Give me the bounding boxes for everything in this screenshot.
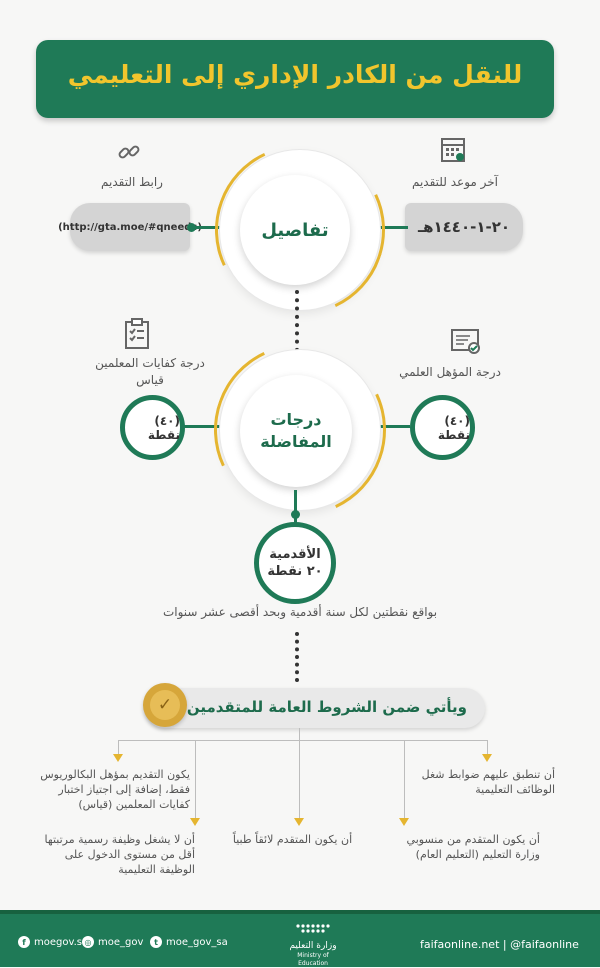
seniority-points: الأقدمية ٢٠ نقطة	[254, 522, 336, 604]
arrow-icon	[190, 818, 200, 826]
connector-line	[368, 226, 408, 229]
seniority-value: ٢٠ نقطة	[267, 564, 323, 579]
teacher-competency-label: درجة كفايات المعلمين قياس	[95, 356, 205, 387]
ministry-logo-icon	[296, 924, 330, 933]
instagram-icon: ◎	[82, 936, 94, 948]
deadline-value: ٢٠-١-١٤٤٠هـ	[405, 203, 523, 251]
watermark: faifaonline.net | @faifaonline	[420, 938, 579, 951]
arrow-icon	[399, 818, 409, 826]
condition-item: أن يكون المتقدم لائقاً طبياً	[232, 833, 353, 846]
deadline-label: آخر موعد للتقديم	[411, 175, 499, 189]
instagram-link[interactable]: ◎ moe_gov	[82, 936, 143, 948]
title-banner: للنقل من الكادر الإداري إلى التعليمي	[36, 40, 554, 118]
application-link[interactable]: (http://gta.moe/#qneeds)	[58, 203, 202, 251]
dotted-connector	[295, 290, 299, 352]
tree-drop	[195, 740, 196, 818]
page-title: للنقل من الكادر الإداري إلى التعليمي	[67, 60, 523, 89]
qualification-points: (٤٠) نقطة	[410, 395, 475, 460]
conditions-banner: ويأتي ضمن الشروط العامة للمتقدمين	[145, 688, 485, 728]
preference-center-circle: درجات المفاضلة	[240, 375, 352, 487]
twitter-link[interactable]: t moe_gov_sa	[150, 936, 228, 948]
tree-drop	[299, 740, 300, 818]
twitter-icon: t	[150, 936, 162, 948]
condition-item: أن يكون المتقدم من منسوبي وزارة التعليم …	[406, 833, 540, 861]
check-icon: ✓	[143, 683, 187, 727]
footer-bar: f moegov.sa ◎ moe_gov t moe_gov_sa وزارة…	[0, 910, 600, 967]
preference-title: درجات المفاضلة	[260, 410, 332, 451]
clipboard-icon	[123, 318, 151, 350]
dotted-connector	[295, 632, 299, 682]
connector-dot	[187, 223, 196, 232]
connector-line	[190, 226, 232, 229]
tree-trunk	[299, 728, 300, 740]
conditions-title: ويأتي ضمن الشروط العامة للمتقدمين	[186, 698, 467, 716]
qualification-label: درجة المؤهل العلمي	[399, 365, 501, 379]
ministry-name-ar: وزارة التعليم	[289, 941, 337, 951]
facebook-link[interactable]: f moegov.sa	[18, 936, 88, 948]
competency-points: (٤٠) نقطة	[120, 395, 185, 460]
link-label: رابط التقديم	[101, 175, 163, 189]
tree-branch	[118, 740, 488, 741]
tree-drop	[404, 740, 405, 818]
details-center-circle: تفاصيل	[240, 175, 350, 285]
condition-item: يكون التقديم بمؤهل البكالوريوس فقط، إضاف…	[40, 768, 190, 811]
connector-dot	[291, 510, 300, 519]
footer-stripe	[0, 910, 600, 914]
seniority-title: الأقدمية	[269, 547, 321, 562]
connector-line	[180, 425, 230, 428]
seniority-note: بواقع نقطتين لكل سنة أقدمية وبحد أقصى عش…	[162, 605, 438, 619]
ministry-name-en: Ministry of Education	[297, 952, 329, 967]
details-title: تفاصيل	[261, 219, 329, 241]
connector-line	[372, 425, 410, 428]
tree-drop	[118, 740, 119, 754]
condition-item: أن تنطبق عليهم ضوابط شغل الوظائف التعليم…	[421, 768, 555, 796]
facebook-icon: f	[18, 936, 30, 948]
arrow-icon	[294, 818, 304, 826]
link-icon	[117, 140, 141, 164]
arrow-icon	[482, 754, 492, 762]
tree-drop	[487, 740, 488, 754]
certificate-icon	[450, 328, 482, 358]
ministry-logo: وزارة التعليم Ministry of Education	[283, 922, 343, 968]
arrow-icon	[113, 754, 123, 762]
condition-item: أن لا يشغل وظيفة رسمية مرتبتها أقل من مس…	[44, 833, 195, 876]
calendar-icon	[440, 135, 466, 163]
